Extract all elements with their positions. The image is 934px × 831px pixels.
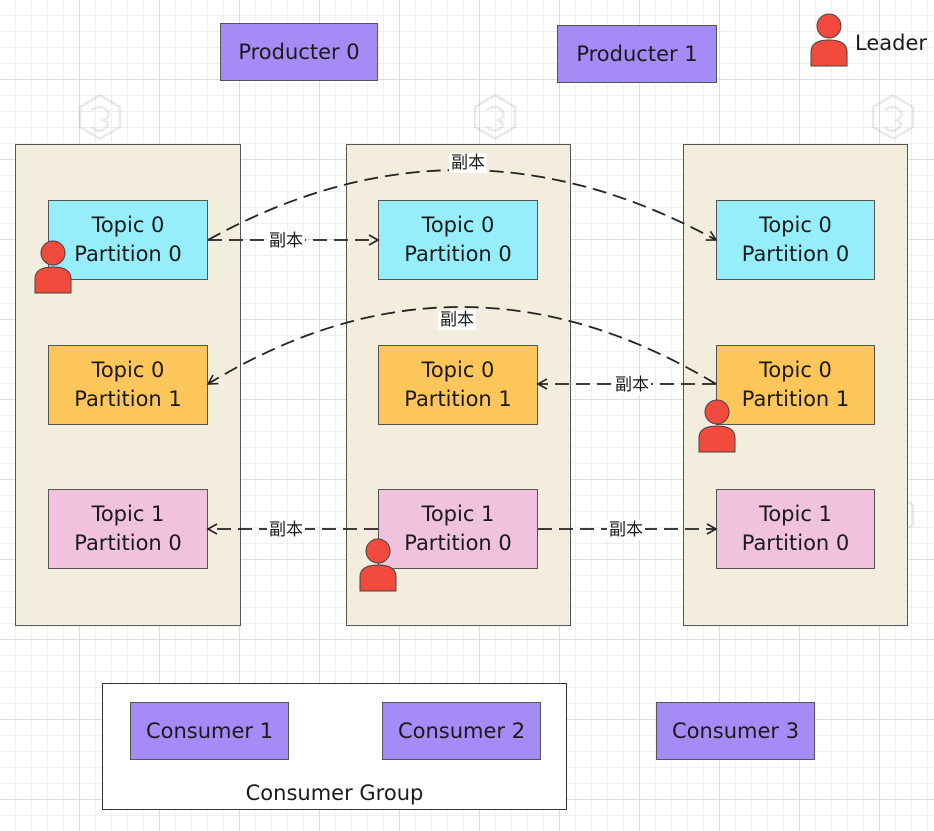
consumer-group-label: Consumer Group xyxy=(245,781,424,805)
producer-1: Producter 1 xyxy=(557,25,717,83)
leader-icon xyxy=(34,240,72,294)
topic1-partition0-broker0: Topic 1 Partition 0 xyxy=(48,489,208,569)
replica-label: 副本 xyxy=(267,231,305,251)
topic0-partition1-broker0: Topic 0 Partition 1 xyxy=(48,345,208,425)
topic0-partition0-broker1: Topic 0 Partition 0 xyxy=(378,200,538,280)
replica-label: 副本 xyxy=(449,153,487,173)
consumer-2: Consumer 2 xyxy=(382,702,541,760)
replica-label: 副本 xyxy=(267,520,305,540)
replica-label: 副本 xyxy=(613,375,651,395)
consumer-1: Consumer 1 xyxy=(130,702,289,760)
topic1-partition0-broker2: Topic 1 Partition 0 xyxy=(716,489,875,569)
topic0-partition0-broker0: Topic 0 Partition 0 xyxy=(48,200,208,280)
legend-label: Leader xyxy=(855,31,928,55)
topic0-partition0-broker2: Topic 0 Partition 0 xyxy=(716,200,875,280)
replica-label: 副本 xyxy=(607,520,645,540)
replica-label: 副本 xyxy=(438,310,476,330)
replica-edge-t0p0-to-broker2 xyxy=(207,169,718,241)
topic0-partition1-broker1: Topic 0 Partition 1 xyxy=(378,345,538,425)
topic1-partition0-broker1: Topic 1 Partition 0 xyxy=(378,489,538,569)
producer-0: Producter 0 xyxy=(220,23,378,81)
leader-icon xyxy=(698,399,736,453)
topic0-partition1-broker2: Topic 0 Partition 1 xyxy=(716,345,875,425)
leader-icon xyxy=(359,538,397,592)
consumer-3: Consumer 3 xyxy=(656,702,815,760)
